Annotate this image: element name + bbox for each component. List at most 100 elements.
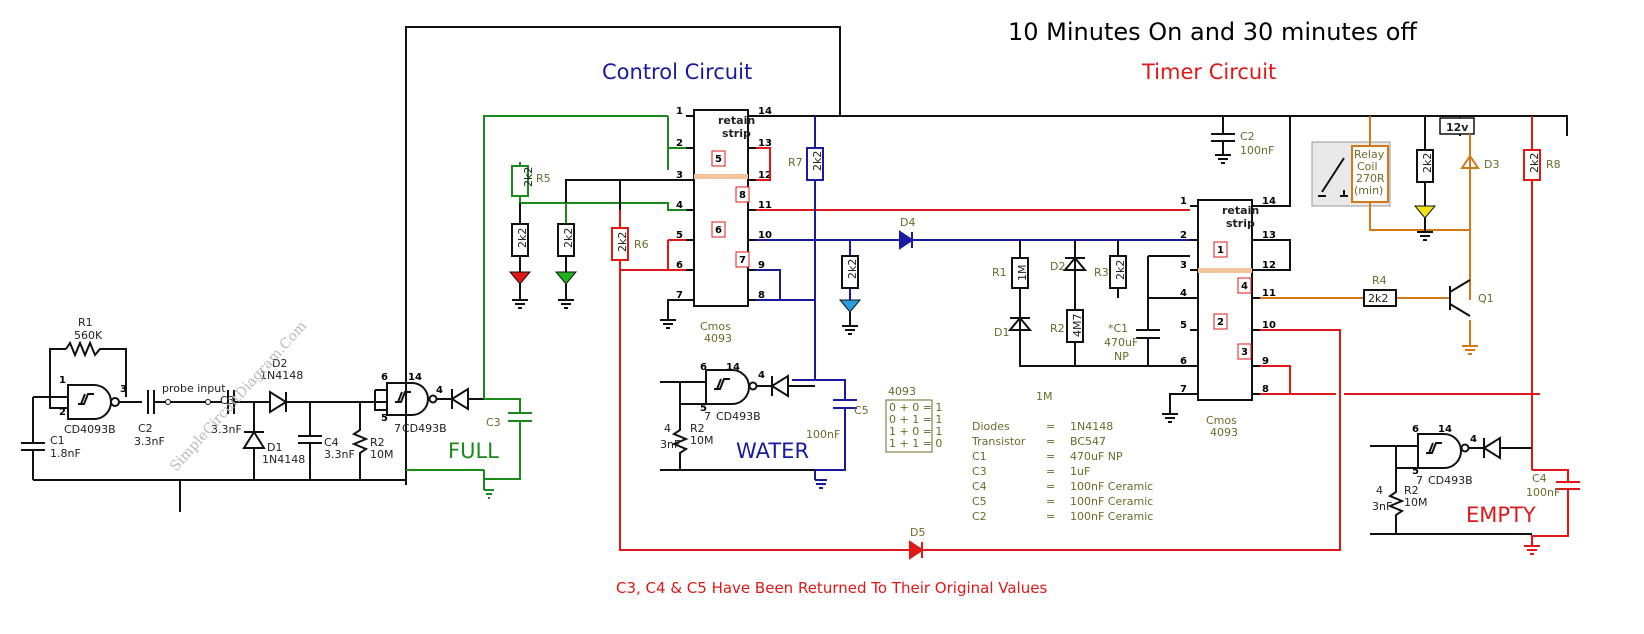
chip2-retain-strip	[1198, 268, 1252, 273]
c4-label: C4	[324, 436, 339, 449]
svg-text:1N4148: 1N4148	[1070, 420, 1113, 433]
svg-text:2k2: 2k2	[846, 259, 859, 279]
d1-label: D1	[267, 441, 282, 454]
empty-r2-value: 10M	[1404, 496, 1428, 509]
svg-text:1: 1	[59, 375, 66, 386]
c1t-np: NP	[1114, 350, 1129, 363]
chip1-part: 4093	[704, 332, 732, 345]
full-label: FULL	[448, 439, 499, 463]
svg-text:2k2: 2k2	[562, 228, 575, 248]
yellow-led	[1413, 205, 1437, 219]
svg-text:=: =	[1046, 510, 1055, 523]
svg-text:100nF Ceramic: 100nF Ceramic	[1070, 480, 1153, 493]
svg-text:5: 5	[676, 230, 683, 241]
svg-text:11: 11	[758, 200, 772, 211]
chip1-name: Cmos	[700, 320, 731, 333]
svg-text:470uF NP: 470uF NP	[1070, 450, 1123, 463]
svg-text:3: 3	[1241, 347, 1248, 358]
svg-text:0 + 0 = 1: 0 + 0 = 1	[889, 401, 942, 414]
svg-text:2k2: 2k2	[1528, 153, 1541, 173]
relay-driver: Relay Coil 270R (min) 2k2 12v D3 2k2 R4 …	[1260, 116, 1580, 555]
svg-text:2k2: 2k2	[516, 228, 529, 248]
svg-text:14: 14	[1438, 424, 1452, 435]
input-gate-part: CD4093B	[64, 423, 116, 436]
svg-text:BC547: BC547	[1070, 435, 1106, 448]
svg-text:strip: strip	[1226, 217, 1255, 230]
water-nand-gate	[705, 369, 750, 405]
timer-rc: C2 100nF 1M R1 1M D1 4M7 D2 R2 2k2 R3 *C…	[992, 116, 1274, 403]
svg-text:(min): (min)	[1354, 184, 1383, 197]
r1-value: 560K	[74, 329, 103, 342]
svg-text:3: 3	[676, 170, 683, 181]
water-gate-part: CD493B	[716, 410, 761, 423]
svg-text:4: 4	[436, 385, 443, 396]
full-nand-gate	[386, 382, 429, 416]
d2-label: D2	[272, 357, 287, 370]
svg-text:8: 8	[739, 190, 746, 201]
svg-text:270R: 270R	[1356, 172, 1385, 185]
q1-label: Q1	[1478, 292, 1494, 305]
svg-text:=: =	[1046, 420, 1055, 433]
svg-text:7: 7	[676, 290, 683, 301]
probe-input-label: probe input	[162, 382, 226, 395]
d2t-label: D2	[1050, 260, 1065, 273]
svg-text:1: 1	[676, 106, 683, 117]
water-network: 2k2 R7 2k2 D4 C5 100nF WATER	[736, 116, 1190, 489]
svg-text:1 + 0 = 1: 1 + 0 = 1	[889, 425, 942, 438]
r2t-label: R2	[1050, 322, 1065, 335]
svg-text:=: =	[1046, 465, 1055, 478]
r6-branch: 2k2 R6	[611, 209, 1190, 551]
c3-value: 3.3nF	[211, 423, 242, 436]
svg-text:5: 5	[381, 413, 388, 424]
empty-nand-gate	[1417, 433, 1462, 469]
svg-text:2: 2	[676, 138, 683, 149]
empty-label: EMPTY	[1466, 503, 1536, 527]
r1t-label: R1	[992, 266, 1007, 279]
svg-text:12: 12	[758, 170, 772, 181]
svg-text:5: 5	[1412, 466, 1419, 477]
svg-text:strip: strip	[722, 127, 751, 140]
d2-diode	[258, 390, 387, 414]
blue-led	[838, 299, 862, 313]
chip1-left-pins: 1 2 3 4 5 6 7	[676, 106, 683, 301]
c2-value: 3.3nF	[134, 435, 165, 448]
c3-green-label: C3	[486, 416, 501, 429]
top-supply-wire	[405, 26, 1568, 485]
svg-text:2k2: 2k2	[1114, 260, 1127, 280]
svg-text:Transistor: Transistor	[971, 435, 1026, 448]
empty-four-label: 4	[1376, 484, 1383, 497]
r4-label: R4	[1372, 274, 1387, 287]
water-r2-value: 10M	[690, 434, 714, 447]
full-network: 2k2 R5 C3 FULL	[406, 115, 686, 499]
svg-text:13: 13	[758, 138, 772, 149]
d2-value: 1N4148	[260, 369, 303, 382]
empty-gate-part: CD493B	[1428, 474, 1473, 487]
chip2-part: 4093	[1210, 426, 1238, 439]
svg-text:1uF: 1uF	[1070, 465, 1090, 478]
water-cap-label: 3nF	[660, 438, 680, 451]
control-circuit-label: Control Circuit	[602, 60, 752, 84]
svg-text:9: 9	[1262, 356, 1269, 367]
svg-text:4: 4	[758, 370, 765, 381]
c5-value: 100nF	[806, 428, 840, 441]
svg-text:14: 14	[408, 372, 422, 383]
svg-text:100nF Ceramic: 100nF Ceramic	[1070, 510, 1153, 523]
c2-label: C2	[138, 422, 153, 435]
timer-chip: 1 2 3 4 5 6 7 14 13 12 11 10 9 8 retain …	[910, 116, 1540, 551]
svg-text:1 + 1 = 0: 1 + 1 = 0	[889, 437, 942, 450]
full-gate-part: CD493B	[402, 422, 447, 435]
diagram-title: 10 Minutes On and 30 minutes off	[1008, 18, 1417, 46]
chip1-right-pins: 14 13 12 11 10 9 8	[758, 106, 772, 301]
svg-text:14: 14	[758, 106, 772, 117]
svg-text:4: 4	[676, 200, 683, 211]
svg-text:=: =	[1046, 450, 1055, 463]
c1-label: C1	[50, 434, 65, 447]
svg-text:2: 2	[1217, 317, 1224, 328]
relay-coil	[1351, 145, 1389, 203]
empty-r2-label: R2	[1404, 484, 1419, 497]
svg-text:7: 7	[704, 410, 711, 423]
r4-value: 2k2	[1368, 292, 1388, 305]
d1-value: 1N4148	[262, 453, 305, 466]
svg-text:2k2: 2k2	[1421, 153, 1434, 173]
d1-diode	[242, 402, 266, 480]
